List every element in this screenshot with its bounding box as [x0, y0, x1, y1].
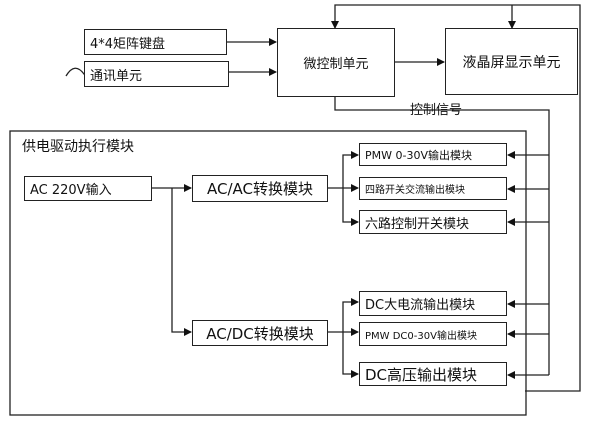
lcd-box: 液晶屏显示单元	[445, 28, 578, 95]
feedback-loop-line	[331, 4, 581, 392]
power-module-frame	[9, 130, 527, 416]
mcu-box: 微控制单元	[277, 28, 395, 97]
ac-input-box: AC 220V输入	[24, 176, 152, 201]
pmw-030-box: PMW 0-30V输出模块	[359, 143, 507, 166]
keypad-box: 4*4矩阵键盘	[84, 29, 227, 55]
pmw-dc030-box: PMW DC0-30V输出模块	[359, 322, 507, 346]
module-title: 供电驱动执行模块	[22, 139, 134, 155]
dc-high-voltage-box: DC高压输出模块	[359, 362, 507, 386]
six-way-switch-box: 六路控制开关模块	[359, 210, 507, 234]
control-signal-label: 控制信号	[410, 103, 463, 118]
control-signal-line	[334, 97, 550, 375]
acac-box: AC/AC转换模块	[192, 175, 328, 202]
four-way-ac-box: 四路开关交流输出模块	[359, 177, 507, 200]
lcd-label: 液晶屏显示单元	[462, 54, 561, 71]
comm-unit-box: 通讯单元	[84, 61, 229, 87]
dc-high-current-box: DC大电流输出模块	[359, 291, 507, 316]
acdc-box: AC/DC转换模块	[192, 320, 328, 346]
